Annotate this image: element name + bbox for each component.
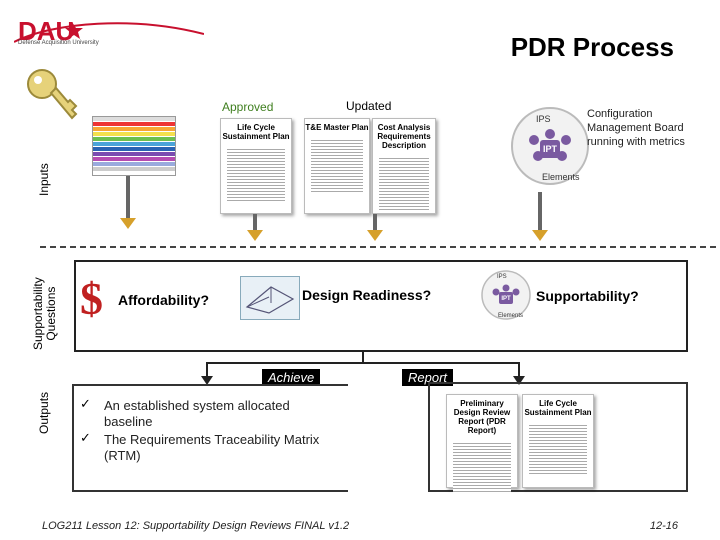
affordability-question: Affordability?	[118, 292, 209, 308]
temp-document: T&E Master Plan	[304, 118, 370, 214]
design-drawing-image	[240, 276, 300, 320]
output-bullet: The Requirements Traceability Matrix (RT…	[104, 432, 320, 463]
down-arrow-icon	[532, 230, 548, 241]
updated-label: Updated	[346, 99, 392, 113]
down-arrow-icon	[367, 230, 383, 241]
output-bracket	[206, 362, 520, 372]
config-note: Configuration Management Board running w…	[587, 108, 685, 148]
document-title: T&E Master Plan	[305, 123, 369, 132]
supportability-label-line2: Questions	[44, 286, 58, 341]
report-output-box	[428, 382, 688, 492]
card-document: Cost Analysis Requirements Description	[372, 118, 436, 214]
svg-text:IPS: IPS	[536, 114, 551, 124]
supportability-questions-box	[74, 260, 688, 352]
report-tag: Report	[402, 369, 454, 386]
achieve-tag: Achieve	[262, 369, 321, 386]
svg-text:IPS: IPS	[497, 274, 507, 280]
ips-element-icon: IPT IPS Elements	[511, 107, 589, 185]
dau-logo: DAU	[14, 16, 204, 46]
inputs-label: Inputs	[37, 163, 51, 196]
input-connector	[373, 214, 377, 232]
inputs-divider	[40, 246, 716, 248]
footer-course: LOG211 Lesson 12: Supportability Design …	[42, 520, 350, 532]
down-arrow-icon	[201, 376, 213, 385]
input-connector	[538, 192, 542, 232]
document-title: Preliminary Design Review Report (PDR Re…	[453, 399, 511, 435]
output-connector	[206, 362, 208, 376]
document-title: Life Cycle Sustainment Plan	[222, 123, 290, 141]
table-thumbnail	[92, 116, 176, 176]
star-icon	[65, 22, 83, 39]
output-connector	[362, 352, 364, 364]
ips-element-icon: IPT IPS Elements	[481, 270, 531, 320]
checkmark-icon: ✓	[80, 396, 91, 411]
outputs-label: Outputs	[37, 391, 51, 434]
svg-text:Elements: Elements	[498, 313, 523, 319]
supportability-questions-label: Supportability Questions	[31, 277, 58, 350]
supportability-question: Supportability?	[536, 288, 639, 304]
document-title: Life Cycle Sustainment Plan	[524, 399, 592, 417]
down-arrow-icon	[120, 218, 136, 229]
input-connector	[126, 176, 130, 220]
down-arrow-icon	[247, 230, 263, 241]
design-readiness-question: Design Readiness?	[302, 287, 432, 303]
input-connector	[253, 214, 257, 232]
pdr-report-document: Preliminary Design Review Report (PDR Re…	[446, 394, 518, 493]
output-connector	[518, 362, 520, 376]
lcsp-output-document: Life Cycle Sustainment Plan	[522, 394, 594, 488]
checkmark-icon: ✓	[80, 430, 91, 445]
achieve-output-box	[72, 384, 348, 492]
page-number: 12-16	[649, 520, 678, 532]
down-arrow-icon	[513, 376, 525, 385]
svg-text:IPT: IPT	[543, 144, 558, 154]
document-title: Cost Analysis Requirements Description	[377, 123, 431, 150]
svg-text:IPT: IPT	[501, 296, 511, 302]
page-title: PDR Process	[510, 32, 674, 62]
svg-text:Elements: Elements	[542, 172, 580, 182]
logo-subtitle: Defense Acquisition University	[18, 40, 99, 46]
dollar-icon: $	[80, 273, 103, 324]
output-bullet: An established system allocated baseline	[104, 398, 290, 429]
logo-lettering: DAU	[18, 16, 74, 46]
key-icon	[27, 69, 78, 120]
approved-label: Approved	[222, 100, 274, 114]
lcsp-document: Life Cycle Sustainment Plan	[220, 118, 292, 214]
